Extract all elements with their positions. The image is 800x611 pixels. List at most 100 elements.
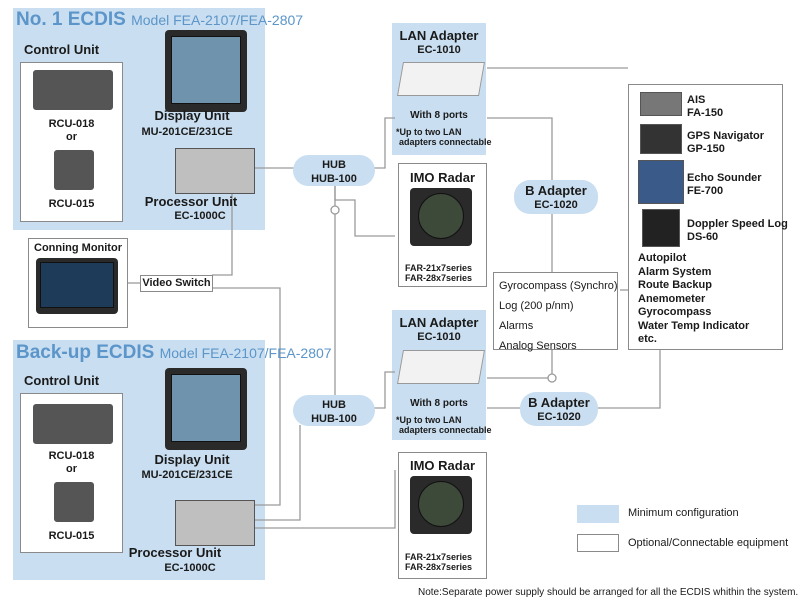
radar-screen-2 [418,481,464,527]
lan-adapter-1-model: EC-1010 [417,44,461,56]
legend-optional-label: Optional/Connectable equipment [628,537,789,549]
rcu015-image-2 [54,482,94,522]
equipment-list: Autopilot Alarm System Route Backup Anem… [638,252,749,347]
doppler-log-image [642,209,680,247]
rcu015-label-1: RCU-015 [48,198,95,210]
lan-adapter-2-model: EC-1010 [417,331,461,343]
control-unit-label-1: Control Unit [24,42,100,57]
processor-unit-name-2: Processor Unit [128,545,222,560]
b-adapter-1: B Adapter EC-1020 [514,180,598,214]
processor-unit-image-1 [175,148,255,194]
or-label-2: or [66,463,77,475]
legend-optional-swatch [577,534,619,552]
gps-model: GP-150 [687,143,725,155]
lan-adapter-2-note2: adapters connectable [399,425,492,435]
processor-unit-name-1: Processor Unit [144,194,238,209]
no1-ecdis-title: No. 1 ECDIS Model FEA-2107/FEA-2807 [16,9,303,31]
no1-title-text: No. 1 ECDIS [16,9,126,30]
conning-monitor-label: Conning Monitor [34,242,122,254]
equip-gyrocompass: Gyrocompass [638,306,712,318]
equip-route-backup: Route Backup [638,279,712,291]
lan-adapter-1-ports: With 8 ports [410,110,468,121]
hub-1: HUB HUB-100 [293,155,375,186]
processor-unit-model-1: EC-1000C [174,210,226,222]
rcu018-label-1: RCU-018 [48,118,95,130]
ais-model: FA-150 [687,107,724,119]
backup-title-text: Back-up ECDIS [16,342,155,363]
rcu015-image-1 [54,150,94,190]
rcu018-image-1 [33,70,113,110]
b-adapter-2-name: B Adapter [528,395,590,410]
echo-sounder-model: FE-700 [687,185,724,197]
echo-sounder-name: Echo Sounder [687,172,762,184]
imo-radar-1-image [410,188,472,246]
equip-anemometer: Anemometer [638,292,706,305]
rcu018-label-2: RCU-018 [48,450,95,462]
video-switch-box [140,275,213,292]
lan-adapter-1-note2: adapters connectable [399,137,492,147]
hub-1-model: HUB-100 [311,173,357,185]
sensor-analog: Analog Sensors [499,340,577,352]
imo-radar-1-series2: FAR-28x7series [405,273,473,283]
imo-radar-1-series1: FAR-21x7series [405,263,473,273]
imo-radar-1-name: IMO Radar [409,170,475,185]
sensor-alarms: Alarms [499,320,534,332]
equip-etc: etc. [638,333,657,345]
backup-model-text: Model FEA-2107/FEA-2807 [159,345,332,361]
imo-radar-2-name: IMO Radar [409,458,475,473]
lan-adapter-2-note1: *Up to two LAN [396,415,462,425]
hub-2-name: HUB [322,399,346,411]
control-unit-label-2: Control Unit [24,373,100,388]
sensor-box [493,272,618,350]
doppler-log-name: Doppler Speed Log [687,218,788,230]
doppler-log-model: DS-60 [687,231,719,243]
display-unit-image-2 [165,368,247,450]
imo-radar-2-image [410,476,472,534]
equip-autopilot: Autopilot [638,252,687,264]
sensor-log: Log (200 p/nm) [499,300,574,312]
or-label-1: or [66,131,77,143]
b-adapter-2-model: EC-1020 [537,411,581,423]
display-unit-name-1: Display Unit [154,108,230,123]
sensor-gyro: Gyrocompass (Synchro) [499,280,618,292]
conning-screen [40,262,114,308]
display-unit-name-2: Display Unit [154,452,230,467]
hub-1-name: HUB [322,159,346,171]
ais-image [640,92,682,116]
video-switch-label: Video Switch [142,277,211,289]
hub-2-model: HUB-100 [311,413,357,425]
equip-alarm-system: Alarm System [638,265,712,278]
sensor-list: Gyrocompass (Synchro) Log (200 p/nm) Ala… [499,276,618,356]
equip-water-temp: Water Temp Indicator [638,319,750,332]
no1-model-text: Model FEA-2107/FEA-2807 [131,12,304,28]
conning-monitor-image [36,258,118,314]
processor-unit-image-2 [175,500,255,546]
legend-minimum-label: Minimum configuration [628,507,739,519]
display-screen-1 [171,36,241,104]
gps-image [640,124,682,154]
imo-radar-2-series1: FAR-21x7series [405,552,473,562]
display-unit-image-1 [165,30,247,112]
rcu015-label-2: RCU-015 [48,530,95,542]
lan-adapter-1-image [397,62,485,96]
imo-radar-2-series2: FAR-28x7series [405,562,473,572]
ais-name: AIS [687,94,706,106]
gps-name: GPS Navigator [687,130,765,142]
echo-sounder-image [638,160,684,204]
b-adapter-1-model: EC-1020 [534,199,578,211]
lan-adapter-1-note1: *Up to two LAN [396,127,462,137]
display-unit-model-2: MU-201CE/231CE [141,469,233,481]
backup-ecdis-title: Back-up ECDIS Model FEA-2107/FEA-2807 [16,342,332,364]
b-adapter-1-name: B Adapter [525,183,587,198]
processor-unit-model-2: EC-1000C [164,562,216,574]
hub-2: HUB HUB-100 [293,395,375,426]
legend-minimum-swatch [577,505,619,523]
b-adapter-2: B Adapter EC-1020 [520,392,598,426]
display-unit-model-1: MU-201CE/231CE [141,126,233,138]
lan-adapter-2-name: LAN Adapter [399,315,479,330]
power-note: Note:Separate power supply should be arr… [418,587,799,598]
lan-adapter-2-image [397,350,485,384]
display-screen-2 [171,374,241,442]
lan-adapter-2-ports: With 8 ports [410,398,468,409]
radar-screen-1 [418,193,464,239]
